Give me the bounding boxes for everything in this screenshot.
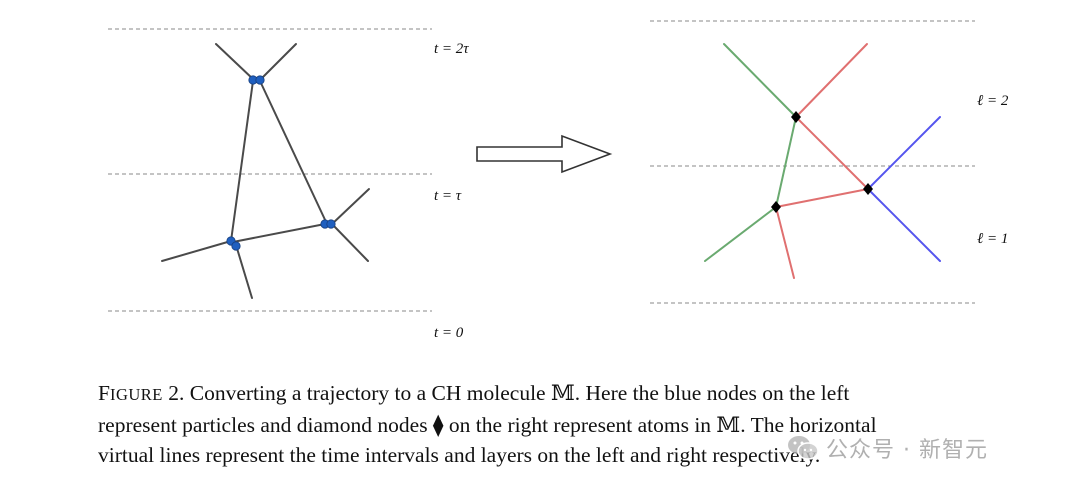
red-edge [775, 188, 869, 208]
caption-figure-number: 2. [168, 381, 185, 405]
particle-node [255, 75, 265, 85]
particle-node [231, 241, 241, 251]
label-t-0: t = 0 [434, 325, 464, 341]
label-t-2tau: t = 2τ [434, 41, 469, 57]
edge-top-left-branch [215, 43, 255, 81]
blue-edge [867, 188, 941, 262]
green-edge [723, 43, 797, 118]
particle-node [326, 219, 336, 229]
right-layer-lines [650, 20, 975, 304]
watermark-text: 公众号 · 新智元 [826, 438, 988, 463]
caption-line-3: virtual lines represent the time interva… [98, 443, 821, 467]
figure-diagram: t = 2τ t = τ t = 0 ℓ = 2 ℓ = 1 [108, 20, 1009, 341]
green-edge [704, 206, 777, 262]
edge-top-to-right-node [259, 80, 328, 225]
left-time-lines [108, 28, 432, 312]
blue-edges [867, 116, 941, 262]
figure-caption: FIGURE 2. Converting a trajectory to a C… [98, 378, 1028, 470]
green-edges [704, 43, 797, 262]
edge-right-node-down [331, 223, 369, 262]
red-edge [795, 116, 869, 190]
diamond-atom-icon [791, 111, 801, 123]
caption-line-1-text: Converting a trajectory to a CH molecule… [184, 381, 850, 405]
label-t-tau: t = τ [434, 188, 462, 204]
red-edge [775, 206, 795, 279]
label-layer-1: ℓ = 1 [977, 231, 1008, 247]
label-layer-2: ℓ = 2 [977, 93, 1009, 109]
caption-label-rest: IGURE [109, 385, 163, 404]
blue-edge [867, 116, 941, 190]
edge-left-node-down [235, 244, 253, 299]
edge-left-to-right-node [232, 223, 326, 243]
watermark: 公众号 · 新智元 [786, 430, 988, 466]
edge-top-right-branch [259, 43, 297, 81]
edge-left-node-outer [161, 240, 232, 262]
wechat-icon [788, 436, 819, 460]
caption-line-1: FIGURE 2. Converting a trajectory to a C… [98, 378, 1028, 410]
diamond-atom-icon [863, 183, 873, 195]
conversion-arrow-icon [476, 134, 613, 174]
atom-nodes [771, 111, 873, 213]
edge-top-to-left-node [230, 80, 254, 242]
red-edges [775, 43, 869, 279]
caption-label-initial: F [98, 381, 110, 405]
green-edge [775, 116, 797, 208]
trajectory-edges [161, 43, 370, 299]
caption-line-2: represent particles and diamond nodes ⧫ … [98, 413, 877, 437]
particle-nodes [226, 75, 336, 251]
edge-right-node-up [331, 188, 370, 225]
diamond-atom-icon [771, 201, 781, 213]
red-edge [795, 43, 868, 118]
